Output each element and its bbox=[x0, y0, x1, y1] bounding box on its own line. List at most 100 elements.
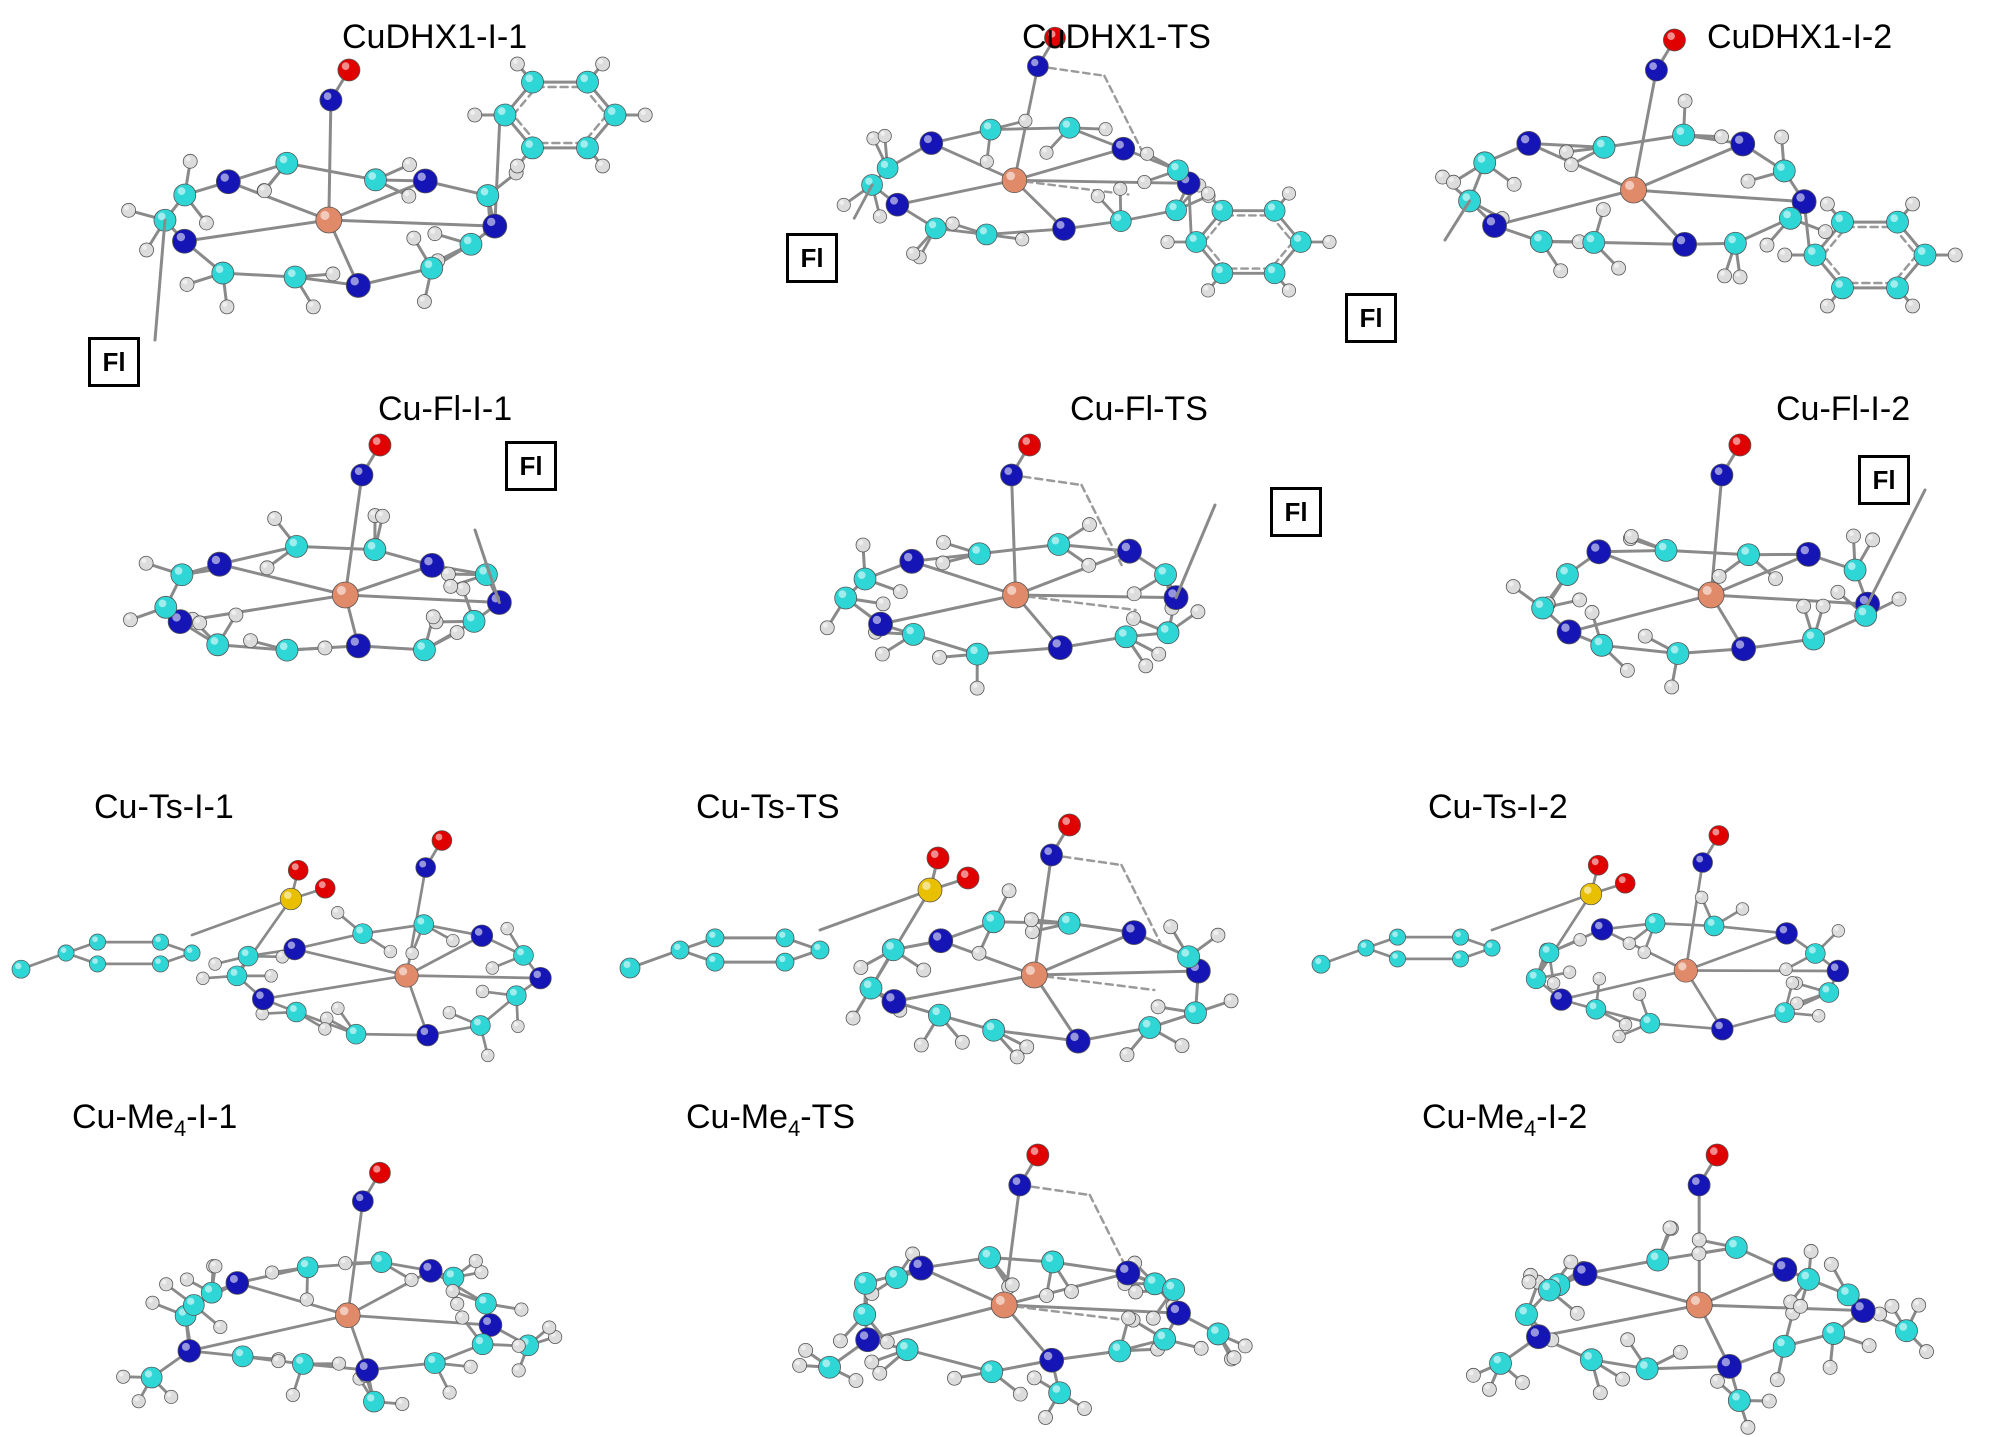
nitrogen-atom bbox=[419, 553, 445, 578]
carbon-atom bbox=[965, 642, 989, 666]
carbon-atom bbox=[462, 609, 486, 633]
hydrogen-atom bbox=[1691, 1246, 1707, 1261]
carbon-atom bbox=[1154, 563, 1177, 587]
hydrogen-atom bbox=[182, 153, 198, 169]
hydrogen-atom bbox=[199, 215, 214, 231]
hydrogen-atom bbox=[1714, 129, 1729, 145]
carbon-atom bbox=[183, 1294, 205, 1316]
nitrogen-atom bbox=[415, 857, 436, 878]
carbon-atom bbox=[1831, 210, 1854, 234]
oxygen-atom bbox=[314, 877, 336, 899]
hydrogen-atom bbox=[264, 969, 278, 983]
fl-label-box: Fl bbox=[1270, 487, 1322, 537]
nitrogen-atom bbox=[1645, 58, 1668, 82]
hydrogen-atom bbox=[1322, 234, 1337, 250]
carbon-atom bbox=[1654, 539, 1678, 562]
carbon-atom bbox=[1585, 998, 1607, 1020]
hydrogen-atom bbox=[1126, 611, 1141, 626]
hydrogen-atom bbox=[1815, 598, 1831, 614]
hydrogen-atom bbox=[1691, 1232, 1707, 1248]
carbon-atom bbox=[1727, 1389, 1751, 1412]
hydrogen-atom bbox=[1064, 1284, 1079, 1299]
hydrogen-atom bbox=[145, 1295, 160, 1310]
nitrogen-atom bbox=[1772, 1257, 1798, 1282]
hydrogen-atom bbox=[1481, 1381, 1497, 1397]
hydrogen-atom bbox=[1090, 189, 1105, 204]
carbon-atom bbox=[231, 1345, 254, 1368]
hydrogen-atom bbox=[819, 620, 835, 636]
hydrogen-atom bbox=[402, 157, 417, 173]
nitrogen-atom bbox=[345, 633, 371, 659]
hydrogen-atom bbox=[1546, 976, 1561, 990]
hydrogen-atom bbox=[299, 1292, 314, 1307]
carbon-atom bbox=[881, 938, 905, 962]
carbon-atom bbox=[1206, 1322, 1230, 1346]
nitrogen-atom bbox=[1775, 922, 1798, 945]
hydrogen-atom bbox=[1174, 1038, 1190, 1054]
carbon-atom bbox=[413, 914, 435, 935]
hydrogen-atom bbox=[1865, 532, 1880, 548]
nitrogen-atom bbox=[177, 1339, 202, 1363]
hydrogen-atom bbox=[449, 625, 465, 640]
carbon-atom bbox=[619, 957, 641, 979]
carbon-atom bbox=[183, 944, 201, 962]
nitrogen-atom bbox=[1121, 920, 1147, 946]
molecule-p8 bbox=[619, 813, 1239, 1065]
molecule-p1 bbox=[121, 56, 653, 342]
carbon-atom bbox=[1538, 942, 1560, 964]
carbon-atom bbox=[89, 955, 106, 973]
nitrogen-atom bbox=[1711, 1018, 1734, 1041]
title-cu-fl-i-2: Cu-Fl-I-2 bbox=[1776, 390, 1911, 428]
carbon-atom bbox=[1913, 243, 1937, 267]
carbon-atom bbox=[286, 1001, 307, 1023]
carbon-atom bbox=[1473, 151, 1497, 175]
hydrogen-atom bbox=[1081, 557, 1097, 573]
hydrogen-atom bbox=[1015, 232, 1030, 247]
nitrogen-atom bbox=[1826, 959, 1850, 983]
hydrogen-atom bbox=[1891, 591, 1907, 607]
carbon-atom bbox=[1452, 928, 1469, 946]
carbon-atom bbox=[493, 103, 517, 127]
hydrogen-atom bbox=[406, 230, 422, 246]
nitrogen-atom bbox=[885, 192, 910, 217]
oxygen-atom bbox=[431, 830, 453, 851]
hydrogen-atom bbox=[1137, 174, 1152, 190]
hydrogen-atom bbox=[1160, 234, 1175, 250]
carbon-atom bbox=[1529, 230, 1553, 253]
title-cu-ts-ts: Cu-Ts-TS bbox=[696, 788, 840, 826]
hydrogen-atom bbox=[1694, 890, 1709, 905]
hydrogen-atom bbox=[1662, 1220, 1678, 1236]
carbon-atom bbox=[1818, 982, 1840, 1003]
hydrogen-atom bbox=[514, 1302, 529, 1317]
hydrogen-atom bbox=[1919, 1344, 1934, 1359]
oxygen-atom bbox=[287, 859, 309, 881]
carbon-atom bbox=[352, 923, 373, 944]
carbon-atom bbox=[283, 265, 307, 289]
fl-label-box: Fl bbox=[88, 337, 140, 387]
carbon-atom bbox=[982, 1018, 1006, 1042]
hydrogen-atom bbox=[1672, 1344, 1688, 1360]
carbon-atom bbox=[775, 952, 795, 972]
molecule-p3 bbox=[1435, 28, 1963, 314]
hydrogen-atom bbox=[1281, 186, 1297, 201]
hydrogen-atom bbox=[1563, 157, 1579, 173]
hydrogen-atom bbox=[1193, 1340, 1209, 1356]
hydrogen-atom bbox=[1823, 1256, 1839, 1272]
carbon-atom bbox=[363, 1390, 385, 1413]
hydrogen-atom bbox=[511, 1019, 525, 1033]
carbon-atom bbox=[1138, 1016, 1162, 1039]
hydrogen-atom bbox=[1150, 999, 1166, 1015]
hydrogen-atom bbox=[892, 584, 908, 600]
hydrogen-atom bbox=[164, 1389, 179, 1404]
hydrogen-atom bbox=[116, 1369, 131, 1384]
hydrogen-atom bbox=[1831, 924, 1845, 938]
hydrogen-atom bbox=[874, 646, 890, 662]
hydrogen-atom bbox=[1558, 144, 1574, 160]
nitrogen-atom bbox=[1115, 1260, 1141, 1286]
carbon-atom bbox=[363, 538, 387, 561]
hydrogen-atom bbox=[442, 1005, 457, 1020]
carbon-atom bbox=[1167, 159, 1189, 182]
hydrogen-atom bbox=[1622, 936, 1636, 950]
carbon-atom bbox=[1153, 1327, 1176, 1351]
hydrogen-atom bbox=[1637, 945, 1651, 959]
